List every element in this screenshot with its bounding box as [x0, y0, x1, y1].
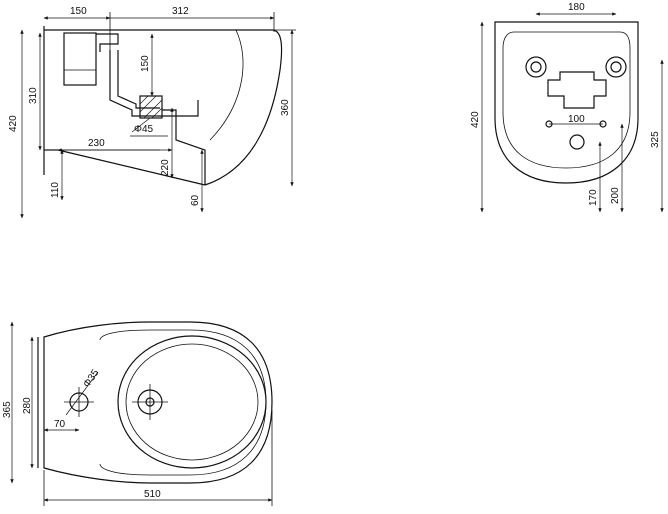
dim-rear-bottom-right: 200	[610, 187, 621, 204]
dim-height-left: 420	[8, 115, 19, 132]
dim-top-height-outer: 365	[2, 401, 13, 418]
floor-slope	[57, 149, 206, 186]
dim-rear-top: 180	[568, 2, 585, 13]
dim-rear-height-right: 325	[650, 131, 661, 148]
dim-base: 230	[88, 138, 105, 149]
dim-low: 110	[50, 182, 61, 198]
dim-top-height-inner: 280	[22, 397, 33, 414]
rear-view: 180 420 100 325 170 200	[470, 2, 664, 213]
side-view: 150 312 420 310 150 Φ45 230 360 220 110 …	[8, 6, 296, 219]
dim-rear-center: 100	[568, 114, 585, 125]
bracket-block	[63, 32, 97, 86]
rear-inner	[502, 31, 631, 169]
inner-cavity	[109, 50, 199, 117]
rear-hole-right	[605, 56, 627, 78]
bidet-bowl	[117, 335, 267, 469]
rear-outline	[494, 21, 639, 184]
dim-offset: 70	[54, 419, 66, 430]
dim-rear-height-left: 420	[470, 111, 481, 128]
top-outline	[43, 321, 273, 484]
dim-height-right: 360	[280, 99, 291, 116]
drain-hatch	[139, 95, 163, 119]
bowl-inner-curve	[209, 29, 244, 141]
dim-top-left: 150	[70, 6, 87, 17]
drain-outlet	[139, 95, 163, 119]
dim-bottom: 60	[190, 194, 201, 206]
bowl-outline	[44, 29, 283, 186]
dim-drain: Φ45	[134, 124, 154, 135]
dim-top-right: 312	[172, 6, 189, 17]
dim-mid: 220	[160, 159, 171, 176]
dim-depth: 150	[140, 55, 151, 72]
dim-rear-bottom-left: 170	[588, 189, 599, 206]
rear-outlet	[569, 134, 585, 150]
top-view: Φ35 70 365 280 510	[2, 321, 273, 506]
dim-hole: Φ35	[81, 367, 101, 389]
rear-hole-left	[525, 56, 547, 78]
dim-length: 510	[144, 489, 161, 500]
dim-height-inner: 310	[28, 87, 39, 104]
rear-bracket	[547, 71, 607, 109]
bracket-hook	[96, 33, 119, 52]
